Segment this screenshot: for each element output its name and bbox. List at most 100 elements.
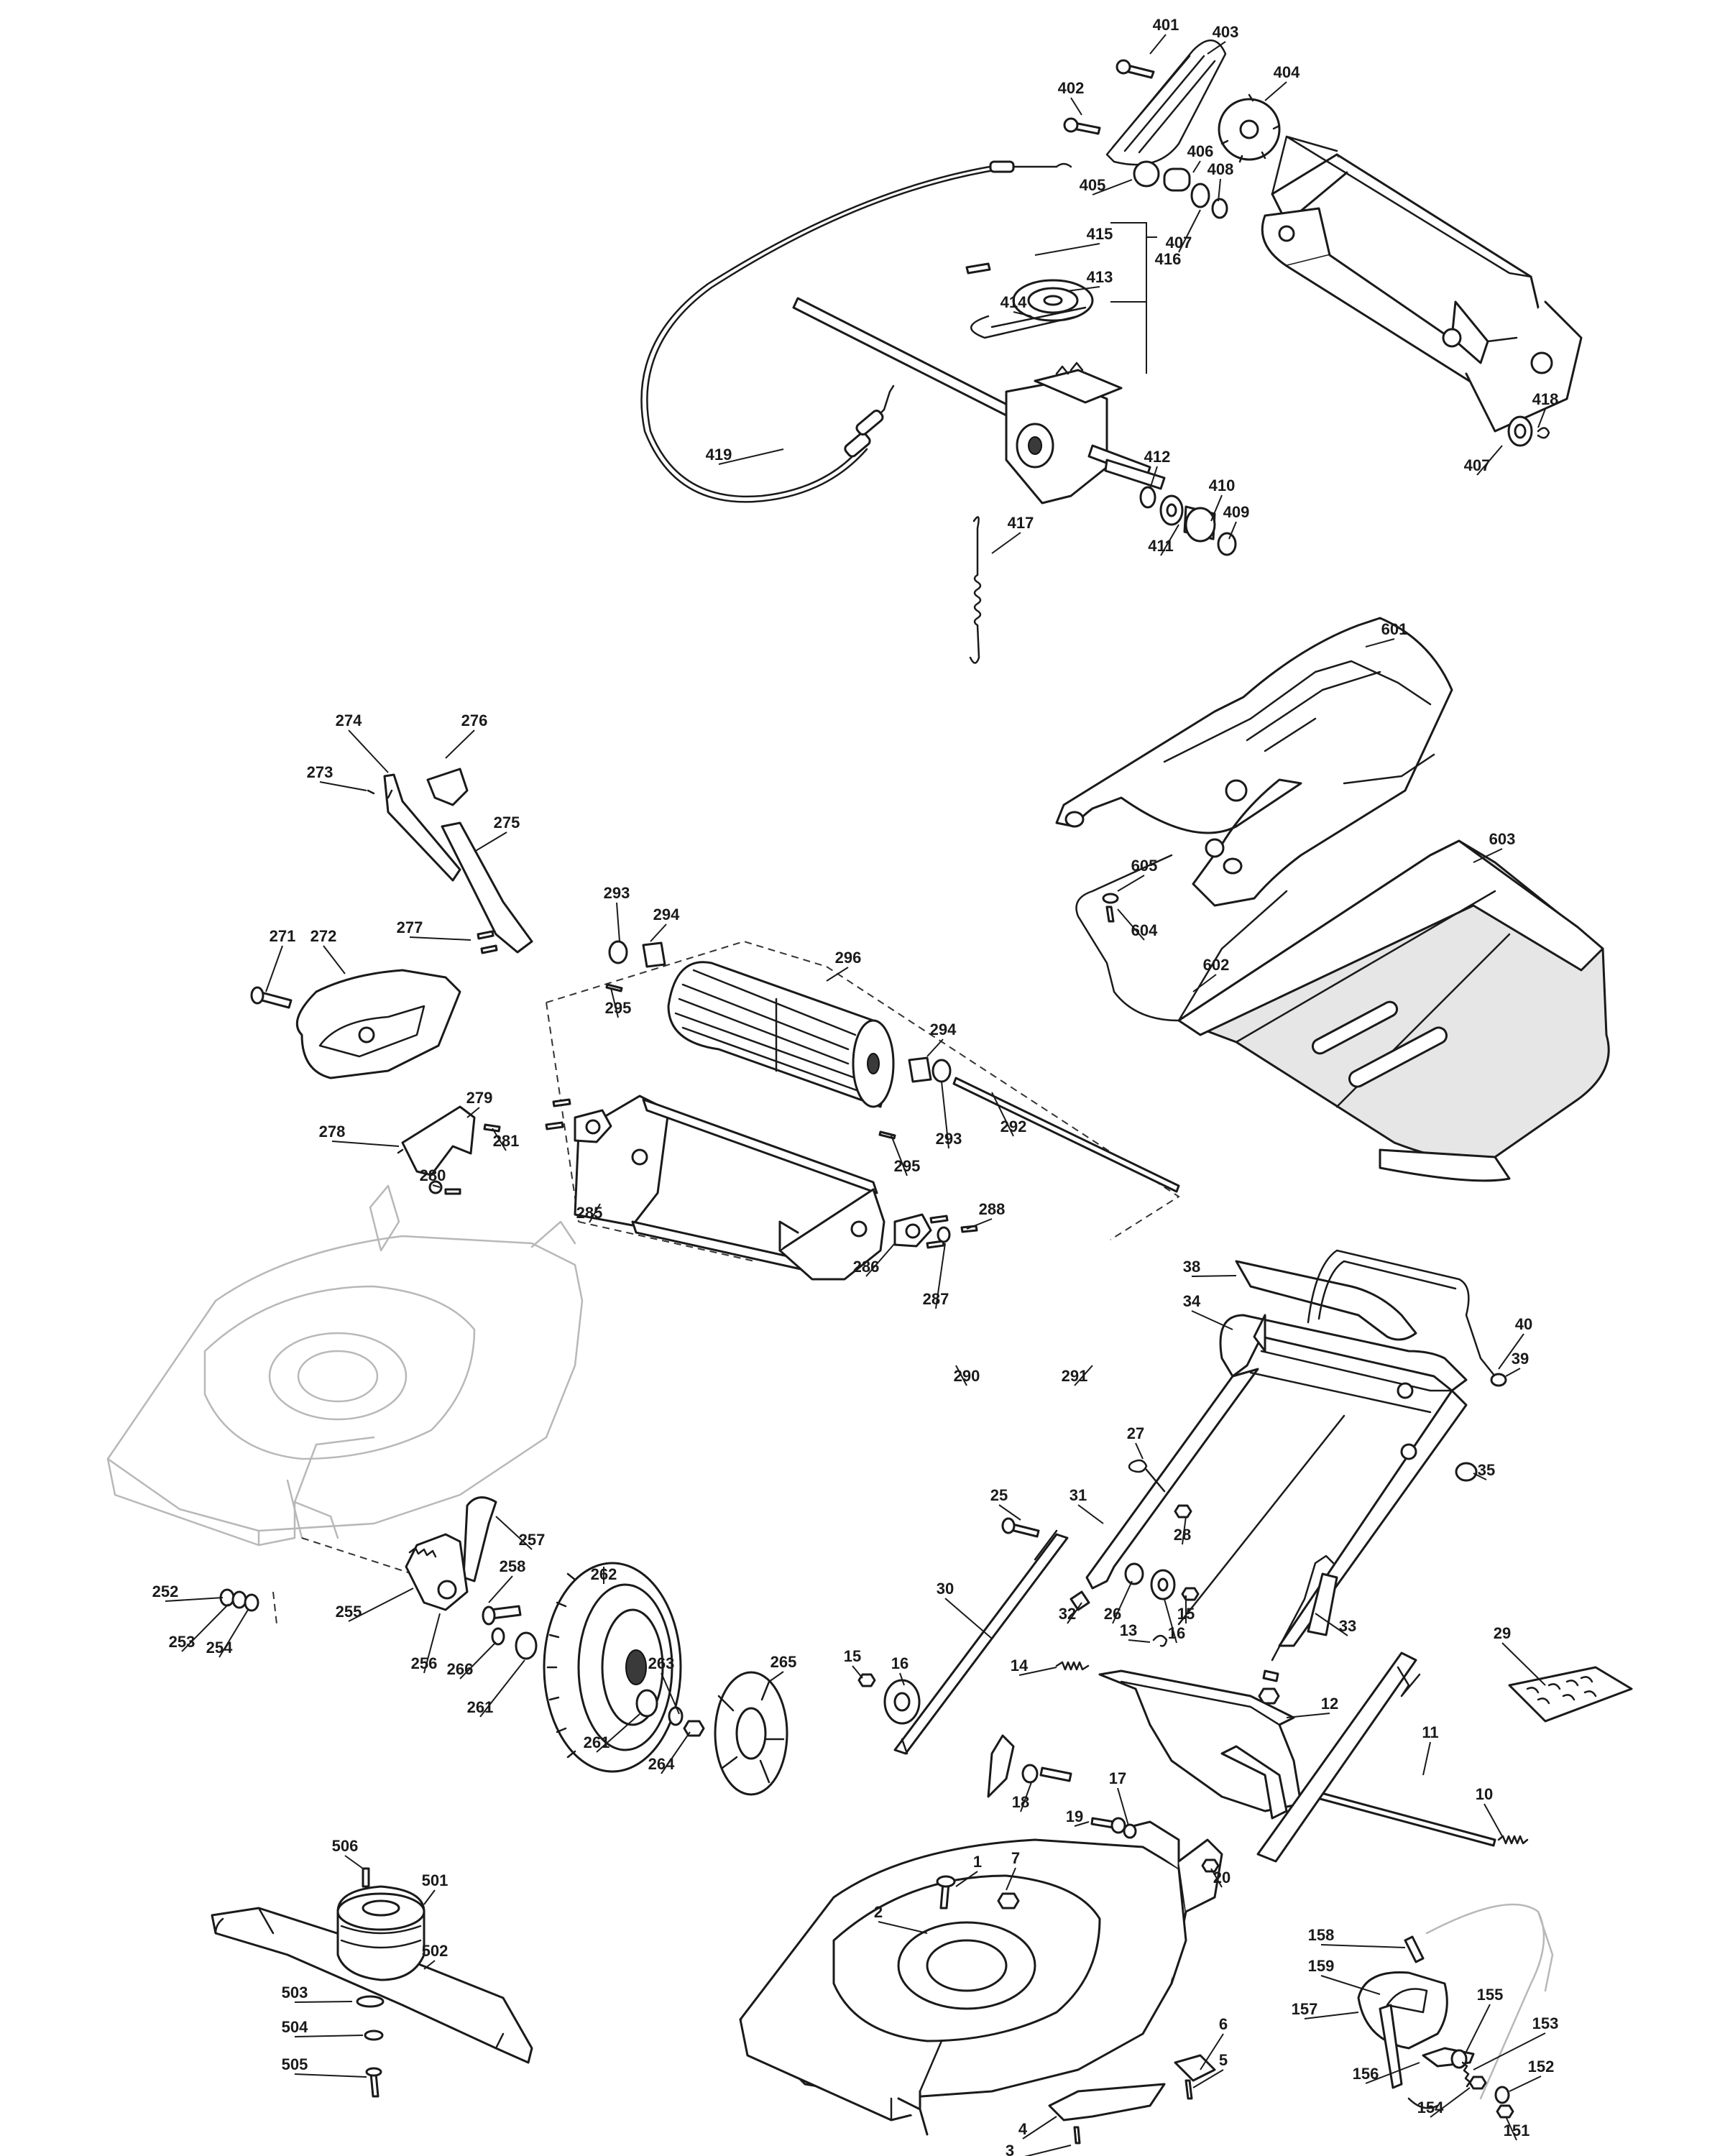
grass-bag-top-frame: [1055, 617, 1453, 907]
spring-14: [1055, 1661, 1090, 1671]
callout-leader: [1135, 1442, 1144, 1460]
callout-leader: [1117, 1787, 1129, 1826]
callout-leader: [865, 1243, 896, 1277]
callout-label-506: 506: [332, 1837, 359, 1855]
bolt-505: [369, 2072, 380, 2098]
bag-frame-wire: [1075, 854, 1288, 1022]
hardware-bag-29: [1508, 1666, 1633, 1723]
callout-label-407: 407: [1166, 234, 1192, 252]
callout-label-408: 408: [1208, 160, 1234, 178]
callout-leader: [768, 1671, 784, 1682]
rear-rod-11: [1305, 1788, 1496, 1847]
callout-leader: [1022, 2116, 1057, 2139]
callout-leader: [1473, 2032, 1546, 2070]
callout-leader: [1074, 1821, 1090, 1827]
callout-leader: [165, 1597, 224, 1602]
height-knob-assembly: [1357, 1903, 1554, 2119]
callout-label-257: 257: [519, 1531, 546, 1549]
rear-wheel-assembly: [219, 1496, 788, 1796]
height-lever-257: [462, 1496, 497, 1583]
nut-254: [244, 1593, 259, 1612]
callout-leader: [1422, 1741, 1431, 1776]
callout-label-40: 40: [1515, 1315, 1532, 1333]
callout-label-291: 291: [1062, 1367, 1088, 1385]
callout-label-258: 258: [500, 1557, 526, 1575]
drive-chain: [1105, 39, 1227, 166]
callout-label-411: 411: [1148, 537, 1174, 555]
callout-leader: [1070, 97, 1082, 116]
callout-leader: [1365, 2062, 1420, 2084]
callout-label-25: 25: [990, 1486, 1008, 1504]
callout-label-266: 266: [447, 1660, 474, 1678]
callout-leader: [1018, 1667, 1057, 1676]
callout-leader: [488, 1575, 513, 1603]
callout-leader: [294, 2073, 367, 2078]
bearing-261b: [635, 1689, 658, 1718]
nut-7: [997, 1892, 1020, 1909]
callout-label-412: 412: [1144, 448, 1171, 466]
washer-18: [1021, 1764, 1039, 1784]
callout-label-7: 7: [1011, 1849, 1020, 1867]
callout-label-256: 256: [411, 1654, 438, 1672]
callout-leader: [265, 945, 283, 992]
upper-handle: [1219, 1314, 1468, 1392]
callout-leader: [492, 1128, 507, 1151]
callout-leader: [466, 1107, 480, 1118]
callout-label-502: 502: [422, 1942, 448, 1960]
callout-label-279: 279: [466, 1089, 493, 1107]
callout-leader: [718, 448, 784, 465]
main-deck-assembly: [739, 1734, 1223, 2145]
washer-504: [364, 2030, 384, 2041]
callout-leader: [955, 1871, 978, 1887]
callout-leader: [1505, 1368, 1521, 1377]
callout-leader: [826, 967, 849, 982]
callout-leader: [1484, 1803, 1503, 1837]
callout-label-285: 285: [576, 1204, 603, 1222]
callout-leader: [218, 1609, 249, 1658]
callout-label-294: 294: [653, 906, 680, 923]
callout-label-4: 4: [1018, 2120, 1028, 2138]
callout-label-406: 406: [1187, 142, 1214, 160]
pin-159: [1379, 2004, 1403, 2089]
bolt-19: [1090, 1817, 1116, 1829]
callout-label-153: 153: [1532, 2014, 1559, 2032]
nut-15r: [1181, 1587, 1200, 1601]
callout-label-281: 281: [493, 1132, 520, 1150]
bail-wire-40: [1307, 1249, 1496, 1378]
callout-label-156: 156: [1353, 2065, 1379, 2083]
callout-label-414: 414: [1000, 293, 1027, 311]
callout-label-13: 13: [1120, 1621, 1137, 1639]
callout-leader: [891, 1135, 908, 1176]
callout-leader: [661, 1672, 680, 1715]
callout-label-604: 604: [1131, 921, 1158, 939]
callout-label-403: 403: [1213, 23, 1239, 41]
bearing-294: [642, 941, 666, 968]
callout-label-2: 2: [874, 1903, 883, 1921]
callout-label-15: 15: [844, 1647, 861, 1665]
callout-label-264: 264: [648, 1755, 675, 1773]
callout-leader: [1218, 178, 1221, 202]
callout-leader: [432, 1184, 441, 1188]
callout-label-293: 293: [936, 1130, 962, 1148]
callout-leader: [1149, 34, 1167, 55]
callout-leader: [966, 1218, 993, 1230]
callout-leader: [1365, 638, 1395, 648]
screw-3: [1073, 2126, 1081, 2145]
nut-154: [1468, 2076, 1487, 2090]
knob-17: [1123, 1823, 1137, 1839]
callout-leader: [1020, 1782, 1032, 1812]
callout-label-503: 503: [282, 1984, 308, 2001]
callout-label-274: 274: [336, 711, 362, 729]
callout-label-27: 27: [1127, 1424, 1144, 1442]
callout-label-409: 409: [1223, 503, 1250, 521]
callout-leader: [1013, 311, 1032, 317]
callout-label-295: 295: [894, 1157, 921, 1175]
callout-leader: [445, 729, 475, 759]
bearing-294b: [908, 1056, 932, 1083]
callout-label-15: 15: [1177, 1605, 1195, 1623]
callout-label-602: 602: [1203, 956, 1230, 974]
callout-leader: [1228, 521, 1237, 540]
washer-293b: [932, 1059, 952, 1083]
